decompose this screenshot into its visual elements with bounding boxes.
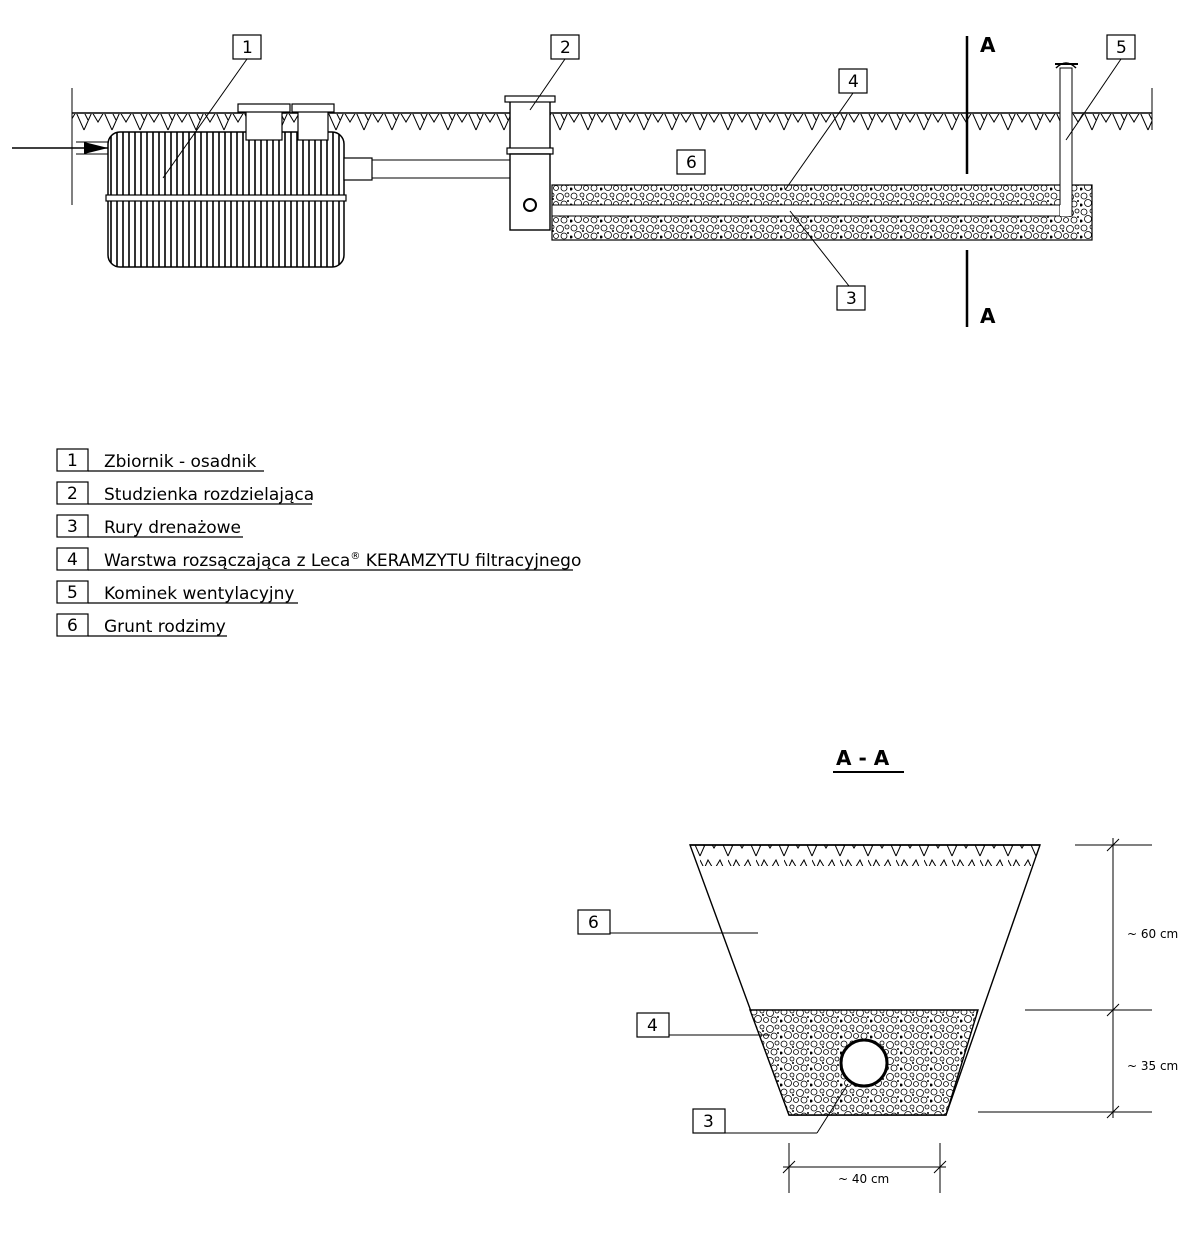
legend-item: 6 Grunt rodzimy [56,613,227,637]
width-label: ~ 40 cm [838,1172,889,1186]
svg-text:3: 3 [703,1112,714,1132]
svg-text:6: 6 [67,616,78,636]
svg-text:3: 3 [67,517,78,537]
legend-item: 5 Kominek wentylacyjny [56,580,298,604]
callout-4: 4 [784,68,868,191]
svg-text:Grunt rodzimy: Grunt rodzimy [104,617,226,637]
legend: 1 Zbiornik - osadnik 2 Studzienka rozdzi… [56,448,581,637]
svg-text:1: 1 [67,451,78,471]
depth-top-label: ~ 60 cm [1127,927,1178,941]
callout-5: 5 [1065,34,1136,141]
svg-text:4: 4 [647,1016,658,1036]
infiltration-bed [551,184,1093,241]
septic-tank [105,103,373,268]
section-title: A - A [836,746,890,770]
ventilation-chimney [1055,62,1078,217]
section-callout-6: 6 [577,909,758,935]
svg-text:6: 6 [686,153,697,173]
callout-3: 3 [789,210,866,311]
svg-text:3: 3 [846,289,857,309]
outlet-pipe [372,159,510,179]
svg-text:2: 2 [560,38,571,58]
legend-item: 4 Warstwa rozsączająca z Leca® KERAMZYTU… [56,547,581,571]
svg-text:Zbiornik - osadnik: Zbiornik - osadnik [104,452,256,472]
depth-dimensions: ~ 60 cm ~ 35 cm [978,838,1178,1119]
drain-pipe-section [839,1038,889,1088]
section-line-a: A A [965,33,996,328]
svg-text:4: 4 [848,72,859,92]
inlet-pipe-arrow [12,141,110,155]
svg-text:4: 4 [67,550,78,570]
svg-text:Warstwa rozsączająca z Leca® K: Warstwa rozsączająca z Leca® KERAMZYTU f… [104,551,581,571]
cross-section-a-a: A - A 6 4 3 [577,746,1178,1193]
svg-text:Studzienka rozdzielająca: Studzienka rozdzielająca [104,485,314,505]
section-mark-bottom: A [980,304,996,328]
callout-2: 2 [529,34,580,111]
section-callout-3: 3 [692,1083,849,1134]
longitudinal-view: A A 1 2 4 5 6 3 [12,33,1153,328]
callout-1: 1 [162,34,262,179]
svg-text:2: 2 [67,484,78,504]
svg-text:Rury drenażowe: Rury drenażowe [104,518,241,538]
depth-bottom-label: ~ 35 cm [1127,1059,1178,1073]
svg-text:5: 5 [67,583,78,603]
svg-text:5: 5 [1116,38,1127,58]
legend-item: 1 Zbiornik - osadnik [56,448,264,472]
svg-text:Kominek wentylacyjny: Kominek wentylacyjny [104,584,294,604]
legend-item: 2 Studzienka rozdzielająca [56,481,314,505]
callout-6: 6 [676,149,706,175]
section-callout-4: 4 [636,1012,770,1038]
svg-text:6: 6 [588,913,599,933]
legend-item: 3 Rury drenażowe [56,514,243,538]
width-dimension: ~ 40 cm [782,1143,947,1193]
distribution-chamber [504,95,556,231]
section-mark-top: A [980,33,996,57]
svg-text:1: 1 [242,38,253,58]
